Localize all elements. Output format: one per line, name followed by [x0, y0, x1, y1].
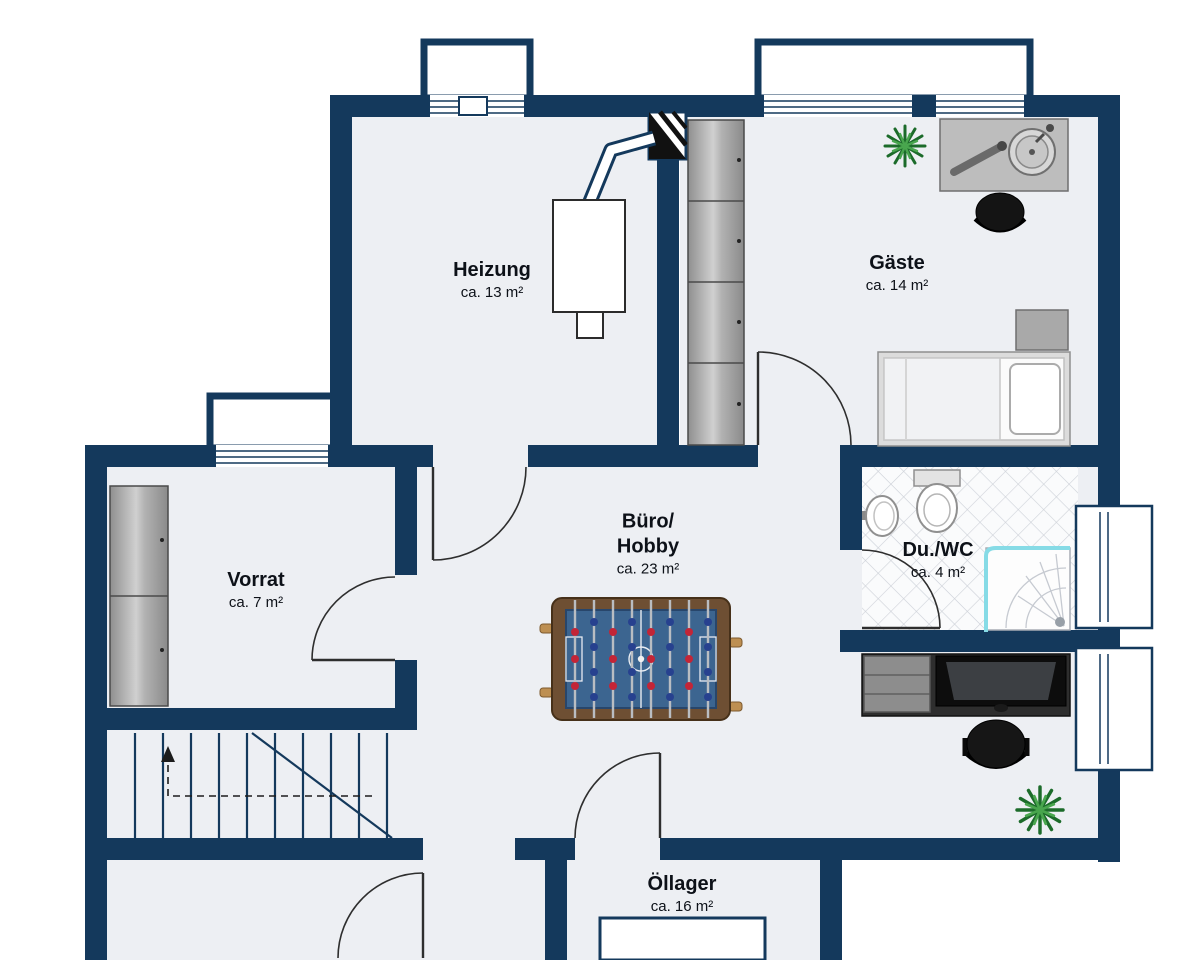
- right-window-1: [1074, 504, 1154, 630]
- room-label-vorrat: Vorrat ca. 7 m²: [227, 568, 284, 613]
- room-area: ca. 14 m²: [865, 276, 929, 294]
- desk: [861, 653, 1071, 717]
- shower-glass: [984, 546, 1070, 632]
- room-label-oellager: Öllager ca. 16 m²: [648, 872, 717, 917]
- room-name: Büro/: [621, 510, 675, 533]
- nightstand: [1015, 309, 1069, 351]
- windows: [216, 95, 1154, 772]
- oil-tank: [598, 916, 767, 960]
- pillow: [1009, 363, 1061, 435]
- office-chair-desk: [962, 719, 1030, 769]
- window-bays: [206, 38, 1034, 452]
- office-chair-guest: [973, 192, 1027, 233]
- right-window-2: [1074, 646, 1154, 772]
- wardrobe: [687, 119, 745, 446]
- room-label-gaeste: Gäste ca. 14 m²: [866, 251, 929, 296]
- foosball-table: [539, 597, 743, 721]
- room-area: ca. 23 m²: [616, 560, 680, 578]
- doors: [311, 351, 941, 959]
- room-area: ca. 7 m²: [228, 593, 284, 611]
- room-area: ca. 4 m²: [910, 563, 966, 581]
- desk-cabinet: [863, 655, 931, 713]
- shower-head: [1055, 617, 1065, 627]
- washbasin: [862, 495, 899, 537]
- window-post: [458, 96, 488, 116]
- room-area: ca. 16 m²: [650, 897, 714, 915]
- chimney-icon: [647, 110, 688, 161]
- room-name: Hobby: [616, 535, 680, 558]
- stairs-walk-line: [167, 760, 372, 797]
- toilet: [913, 469, 961, 533]
- stairs: [133, 732, 393, 839]
- room-name: Du./WC: [902, 538, 974, 561]
- shower: [984, 546, 1071, 632]
- room-label-buero-hobby: Büro/ Hobby ca. 23 m²: [617, 509, 680, 579]
- bed: [877, 309, 1071, 447]
- room-name: Öllager: [647, 872, 717, 895]
- utility-sink-counter: [939, 118, 1069, 192]
- room-label-du-wc: Du./WC ca. 4 m²: [902, 538, 973, 583]
- foosball-ball: [637, 655, 645, 663]
- furnace: [552, 130, 657, 339]
- stairs-up-arrow: [161, 746, 175, 762]
- room-area: ca. 13 m²: [460, 283, 524, 301]
- shelves: [109, 485, 169, 707]
- room-label-heizung: Heizung ca. 13 m²: [453, 258, 531, 303]
- room-name: Heizung: [453, 258, 531, 281]
- room-name: Vorrat: [227, 568, 285, 591]
- room-name: Gäste: [869, 251, 925, 274]
